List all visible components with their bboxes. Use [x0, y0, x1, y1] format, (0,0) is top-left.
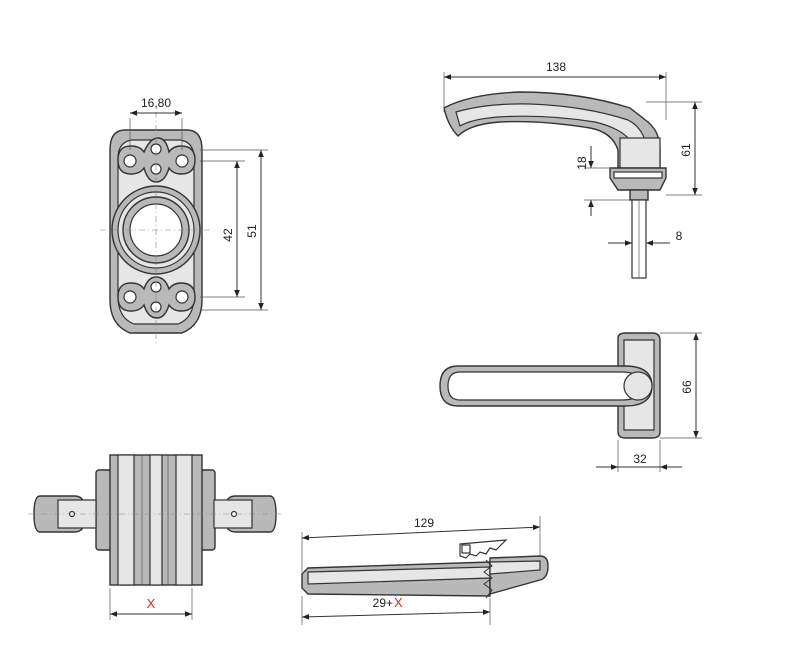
dim-handle-length: 138: [546, 60, 566, 74]
dim-rosette-height-side: 66: [680, 380, 694, 394]
dim-spindle-length: 129: [414, 516, 434, 530]
dim-outer-height: 51: [245, 224, 259, 238]
dim-variable-x: X: [147, 596, 156, 611]
handle-top-dims: 66 32: [596, 332, 702, 472]
dim-hole-spacing: 16,80: [141, 96, 171, 110]
dim-handle-neck: 18: [575, 156, 589, 170]
dim-rosette-width: 32: [633, 452, 647, 466]
dim-spindle-partial: 29+: [373, 596, 393, 610]
handle-top-view: [439, 332, 661, 439]
dim-handle-height: 61: [679, 143, 693, 157]
section-view: [28, 454, 284, 586]
dim-inner-height: 42: [221, 228, 235, 242]
section-dims: X: [109, 588, 193, 620]
handle-side-dims: 138 61 18 8: [443, 60, 702, 246]
spindle-dims: 129 29+ X: [301, 516, 541, 625]
handle-side-view: [443, 91, 667, 279]
rosette-front-dims: 16,80 42 51: [129, 96, 268, 311]
rosette-front-view: [100, 112, 212, 345]
spindle-view: [301, 539, 549, 599]
dim-spindle-variable: X: [394, 595, 403, 610]
dim-spindle-size: 8: [676, 229, 683, 243]
